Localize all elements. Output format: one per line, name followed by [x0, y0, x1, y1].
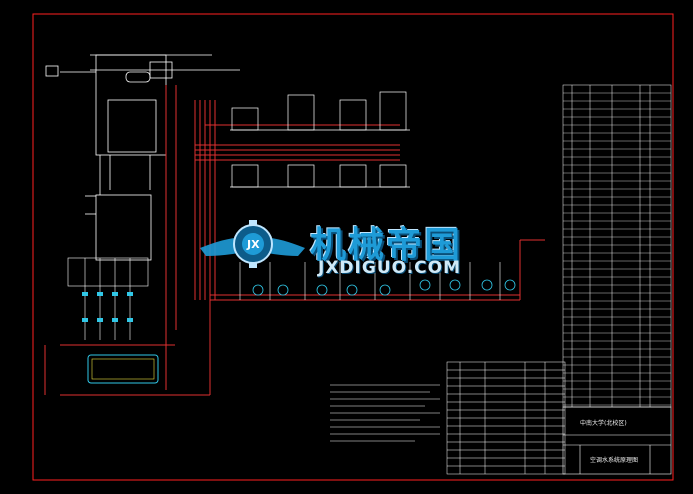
- drawing-frame: [32, 13, 674, 481]
- left-vertical-units: [67, 257, 149, 340]
- storage-tank: [44, 345, 159, 395]
- pump-row: [252, 279, 516, 296]
- left-valves-cyan: [82, 292, 133, 322]
- gear-logo-icon: [200, 220, 305, 268]
- upper-units-row: [230, 91, 410, 188]
- drawing-title: 空调水系统原理图: [590, 457, 639, 464]
- notes-block: [330, 384, 440, 442]
- red-pipe-bundle: [60, 85, 545, 396]
- title-block: [562, 406, 672, 475]
- pump-risers: [239, 262, 501, 300]
- right-table-rows: [563, 92, 671, 406]
- logo-letters: JX: [247, 238, 260, 251]
- project-name: 中南大学(北校区): [580, 420, 627, 427]
- main-equipment-group: [45, 54, 240, 261]
- watermark-name: 机械帝国: [310, 225, 463, 266]
- watermark-url: JXDIGUO.COM: [318, 258, 462, 278]
- equipment-table-lower: [446, 361, 566, 475]
- equipment-table-right: [562, 84, 672, 408]
